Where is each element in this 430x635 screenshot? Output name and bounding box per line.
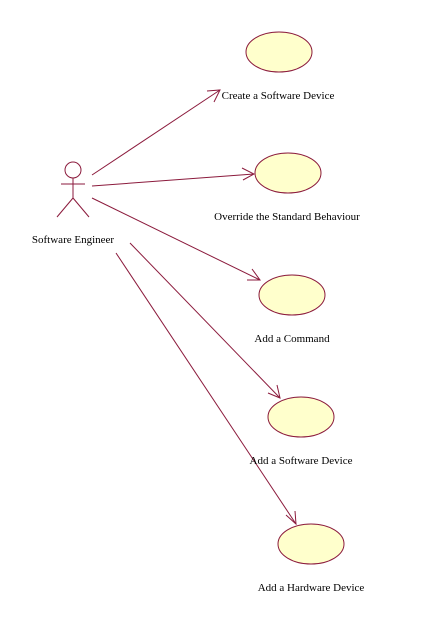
association-add-software-device[interactable] — [129, 242, 281, 399]
use-case-label: Add a Command — [254, 333, 330, 345]
use-case-label: Add a Software Device — [250, 455, 353, 467]
association-add-command[interactable] — [91, 197, 261, 281]
use-case-create-software-device[interactable]: Create a Software Device — [222, 31, 335, 102]
association-override-standard-behaviour[interactable] — [91, 167, 256, 187]
use-case-add-hardware-device[interactable]: Add a Hardware Device — [258, 523, 365, 594]
associations — [91, 89, 297, 526]
use-case-label: Add a Hardware Device — [258, 582, 365, 594]
association-create-software-device[interactable] — [91, 89, 221, 176]
use-case-ellipse — [254, 152, 322, 194]
use-case-label: Create a Software Device — [222, 90, 335, 102]
use-case-override-standard-behaviour[interactable]: Override the Standard Behaviour — [214, 152, 360, 223]
actor-software-engineer[interactable]: Software Engineer — [32, 161, 114, 246]
association-add-hardware-device[interactable] — [115, 252, 297, 526]
use-case-ellipse — [258, 274, 326, 316]
use-case-add-command[interactable]: Add a Command — [254, 274, 330, 345]
use-case-label: Override the Standard Behaviour — [214, 211, 360, 223]
stick-figure-actor-icon — [56, 161, 90, 218]
actor-label: Software Engineer — [32, 234, 114, 246]
use-case-ellipse — [245, 31, 313, 73]
use-case-ellipse — [267, 396, 335, 438]
use-case-ellipse — [277, 523, 345, 565]
use-case-add-software-device[interactable]: Add a Software Device — [250, 396, 353, 467]
